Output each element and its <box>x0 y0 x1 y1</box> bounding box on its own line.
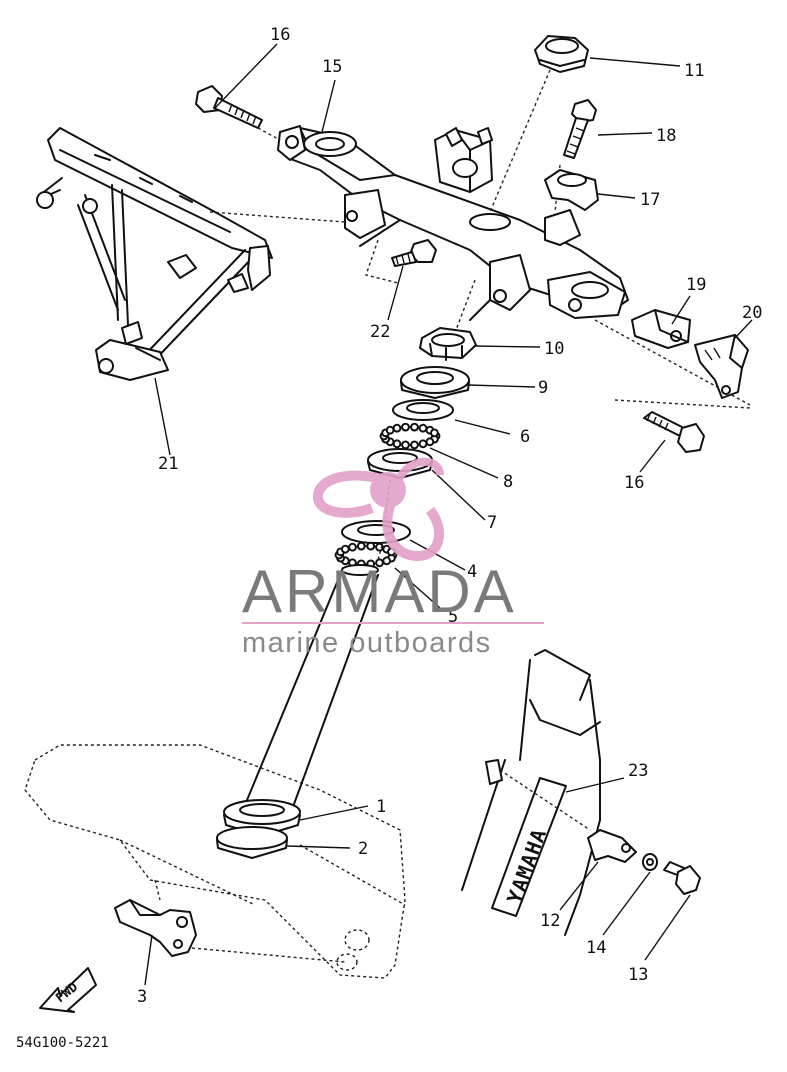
callout-16-top: 16 <box>270 25 290 45</box>
drawing-code: 54G100-5221 <box>16 1035 109 1051</box>
logo-swirl-left <box>313 470 387 518</box>
bearing-ball <box>401 422 410 432</box>
callout-21: 21 <box>158 454 178 474</box>
callout-9: 9 <box>538 378 548 398</box>
logo-swirl-right <box>394 457 444 483</box>
callout-15: 15 <box>322 57 342 77</box>
bearing-ball <box>366 541 376 551</box>
armada-logo <box>313 457 444 562</box>
lower-ball-set-part <box>334 541 398 569</box>
cable-guide-part <box>631 309 691 349</box>
bearing-ball <box>375 558 384 568</box>
bearing-ball <box>401 440 410 450</box>
callout-6: 6 <box>520 427 530 447</box>
under-bracket-part <box>24 744 406 979</box>
callout-3: 3 <box>137 987 147 1007</box>
cap-nut-part <box>534 35 589 73</box>
holder-bolt-part <box>563 99 597 159</box>
bearing-ball <box>410 422 419 432</box>
bearing-ball <box>425 437 435 447</box>
hose-clamp-part <box>114 899 197 957</box>
leader-lines <box>144 43 753 986</box>
callout-11: 11 <box>684 61 704 81</box>
bearing-ball <box>392 439 402 449</box>
bearing-ball <box>392 423 402 433</box>
callout-13: 13 <box>628 965 648 985</box>
washer-part <box>642 853 658 871</box>
headlight-stay-part <box>36 127 346 381</box>
bearing-ball <box>340 544 350 554</box>
callout-5: 5 <box>448 607 458 627</box>
callout-20: 20 <box>742 303 762 323</box>
callout-numbers: 1 2 3 4 5 6 7 8 9 10 11 12 13 14 15 16 1… <box>137 25 762 1007</box>
bearing-ball <box>410 440 419 450</box>
callout-17: 17 <box>640 190 660 210</box>
bearing-ball <box>356 541 366 551</box>
clip-bolt-part <box>663 861 701 895</box>
upper-holder-part <box>544 169 599 211</box>
upper-ball-set-part <box>379 422 441 450</box>
callout-12: 12 <box>540 911 560 931</box>
callout-18: 18 <box>656 126 676 146</box>
bearing-ball <box>348 542 357 552</box>
dust-seal-part <box>216 826 288 859</box>
guide-clip-part <box>587 829 637 863</box>
armada-watermark: ARMADA marine outboards <box>242 457 544 659</box>
ring-nut-part <box>419 327 477 361</box>
callout-2: 2 <box>358 839 368 859</box>
callout-22: 22 <box>370 322 390 342</box>
callout-8: 8 <box>503 472 513 492</box>
callout-10: 10 <box>544 339 564 359</box>
callout-23: 23 <box>628 761 648 781</box>
brake-hose-holder-part <box>694 334 749 399</box>
forward-direction-arrow: FWD <box>39 967 97 1013</box>
front-fork-part: YAMAHA <box>461 649 601 936</box>
upper-race-part <box>392 399 454 421</box>
callout-7: 7 <box>487 513 497 533</box>
pinch-bolt-part-right <box>643 411 705 453</box>
bearing-cover-part <box>400 366 470 399</box>
logo-swirl-bottom <box>382 498 444 562</box>
pinch-bolt-part-top <box>195 85 263 129</box>
watermark-rule <box>242 622 544 624</box>
watermark-subtitle: marine outboards <box>242 627 492 659</box>
bearing-ball <box>385 425 395 435</box>
bearing-ball <box>418 439 428 449</box>
watermark-title: ARMADA <box>242 558 517 625</box>
callout-16-right: 16 <box>624 473 644 493</box>
bearing-ball <box>418 423 428 433</box>
callout-19: 19 <box>686 275 706 295</box>
bearing-ball <box>430 428 439 438</box>
callout-14: 14 <box>586 938 606 958</box>
callout-4: 4 <box>467 562 477 582</box>
handle-crown-part <box>257 69 751 409</box>
steering-stem-part <box>244 479 391 816</box>
callout-1: 1 <box>376 797 386 817</box>
logo-center-dot <box>370 472 406 508</box>
bracket-bolt-part <box>391 239 437 267</box>
lower-race-part <box>341 520 411 544</box>
